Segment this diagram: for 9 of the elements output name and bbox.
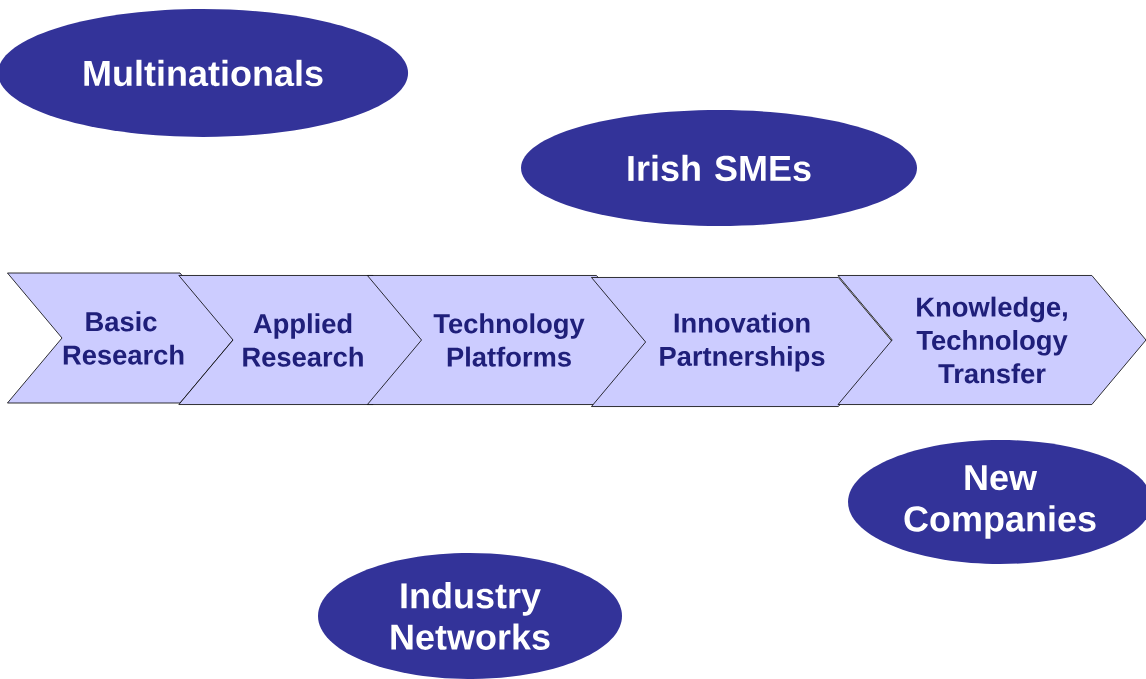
oval-label: Multinationals xyxy=(0,9,409,137)
node-label: Knowledge, Technology Transfer xyxy=(916,296,1068,384)
chevron-step: Innovation Partnerships xyxy=(591,277,893,407)
chevron-step: Technology Platforms xyxy=(367,275,652,405)
oval-label: Irish SMEs xyxy=(521,110,917,226)
oval-label: New Companies xyxy=(848,440,1146,564)
chevron-step: Knowledge, Technology Transfer xyxy=(837,275,1146,405)
oval-label: Industry Networks xyxy=(318,553,622,679)
chevron-step: Basic Research xyxy=(7,272,235,404)
